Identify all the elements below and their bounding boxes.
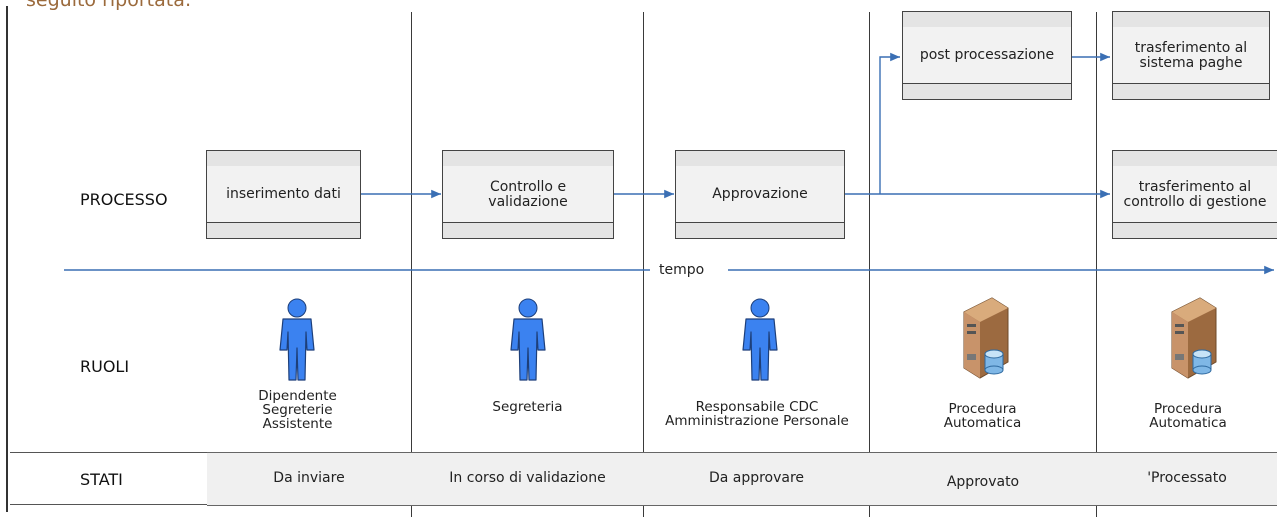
process-trasferimento-gestione: trasferimento al controllo di gestione [1112, 150, 1277, 239]
process-approvazione: Approvazione [675, 150, 845, 239]
process-label: Approvazione [676, 166, 844, 223]
row-label-ruoli: RUOLI [80, 357, 130, 376]
process-label: Controllo e validazione [443, 166, 613, 223]
process-footer-band [903, 83, 1071, 99]
column-divider [869, 12, 870, 517]
row-label-stati: STATI [80, 470, 123, 489]
caption: seguito riportata: [26, 0, 192, 11]
row-label-processo: PROCESSO [80, 190, 168, 209]
role-label-responsabile: Responsabile CDC Amministrazione Persona… [665, 399, 849, 430]
state-da-inviare: Da inviare [273, 470, 345, 486]
process-header-band [1113, 12, 1269, 28]
process-header-band [443, 151, 613, 167]
left-border [6, 6, 8, 512]
process-header-band [1113, 151, 1277, 167]
column-divider [643, 12, 644, 517]
role-label-dipendente: Dipendente Segreterie Assistente [258, 388, 337, 433]
process-inserimento-dati: inserimento dati [206, 150, 361, 239]
state-approvato: Approvato [946, 474, 1020, 490]
role-label-procedura-2: Procedura Automatica [1149, 401, 1227, 432]
role-label-procedura-1: Procedura Automatica [943, 401, 1022, 432]
process-footer-band [443, 222, 613, 238]
process-label: post processazione [903, 27, 1071, 84]
process-trasferimento-paghe: trasferimento al sistema paghe [1112, 11, 1270, 100]
column-divider [411, 12, 412, 517]
process-header-band [207, 151, 360, 167]
process-header-band [676, 151, 844, 167]
process-label: inserimento dati [207, 166, 360, 223]
process-controllo-validazione: Controllo e validazione [442, 150, 614, 239]
role-label-segreteria: Segreteria [492, 399, 563, 415]
process-footer-band [676, 222, 844, 238]
process-label: trasferimento al controllo di gestione [1113, 166, 1277, 223]
process-label: trasferimento al sistema paghe [1113, 27, 1269, 84]
process-footer-band [1113, 222, 1277, 238]
states-row [207, 452, 1277, 506]
state-in-corso-validazione: In corso di validazione [449, 470, 606, 486]
column-divider [1096, 12, 1097, 517]
process-footer-band [207, 222, 360, 238]
state-da-approvare: Da approvare [708, 470, 805, 486]
process-post-processazione: post processazione [902, 11, 1072, 100]
arrow-to-post [879, 52, 900, 194]
process-header-band [903, 12, 1071, 28]
state-processato: 'Processato [1147, 470, 1227, 486]
timeline-label: tempo [655, 262, 709, 278]
process-footer-band [1113, 83, 1269, 99]
